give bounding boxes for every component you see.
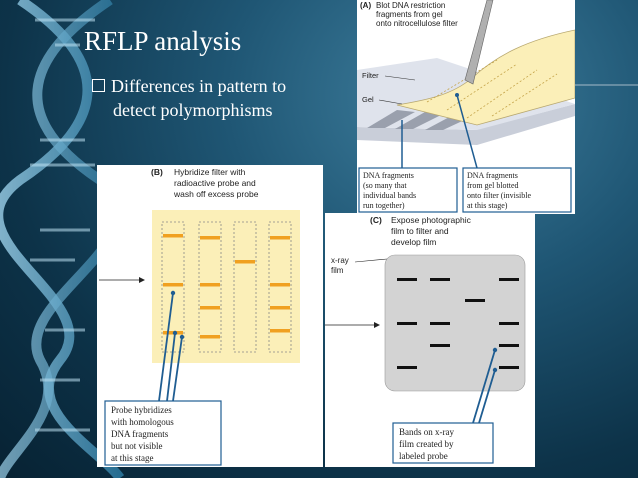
callout-probe-3: DNA fragments bbox=[111, 429, 169, 439]
callout-bands-1: Bands on x-ray bbox=[399, 427, 454, 437]
panel-c-tag: (C) bbox=[370, 215, 382, 225]
callout-probe-5: at this stage bbox=[111, 453, 154, 463]
callout-probe-2: with homologous bbox=[111, 417, 174, 427]
nitrocellulose-filter bbox=[396, 29, 576, 126]
forceps-icon bbox=[464, 0, 494, 85]
label-xray-film-2: film bbox=[331, 266, 344, 275]
callout-right-2: from gel blotted bbox=[467, 181, 519, 190]
film-black-bands bbox=[397, 278, 519, 369]
callout-bands-2: film created by bbox=[399, 439, 454, 449]
panel-b-heading-1: Hybridize filter with bbox=[174, 167, 246, 177]
callout-box-bands bbox=[392, 422, 494, 464]
panel-c-film-diagram: (C) Expose photographic film to filter a… bbox=[325, 213, 535, 467]
panel-c-heading-1: Expose photographic bbox=[391, 215, 472, 225]
panel-a-blot-diagram: (A) Blot DNA restriction fragments from … bbox=[357, 0, 576, 214]
probe-callout-leaders bbox=[158, 292, 183, 402]
edge-arrow bbox=[575, 84, 638, 86]
callout-right-3: onto filter (invisible bbox=[467, 191, 531, 200]
gel-slab-edge bbox=[357, 104, 575, 145]
callout-box-right bbox=[462, 167, 572, 213]
label-filter: Filter bbox=[362, 71, 379, 80]
callout-left-4: run together) bbox=[363, 201, 405, 210]
bullet-text-line1: Differences in pattern to bbox=[111, 76, 287, 96]
callout-left-2: (so many that bbox=[363, 181, 407, 190]
panel-a-heading-3: onto nitrocellulose filter bbox=[376, 19, 458, 28]
panel-a-heading-1: Blot DNA restriction bbox=[376, 1, 445, 10]
panel-a-heading-2: fragments from gel bbox=[376, 10, 443, 19]
label-xray-film-1: x-ray bbox=[331, 256, 349, 265]
callout-box-left bbox=[358, 167, 458, 213]
panel-b-tag: (B) bbox=[151, 167, 163, 177]
bullet-text-line2: detect polymorphisms bbox=[113, 100, 273, 120]
panel-c-heading-2: film to filter and bbox=[391, 226, 449, 236]
callout-probe-4: but not visible bbox=[111, 441, 163, 451]
callout-right-4: at this stage) bbox=[467, 201, 508, 210]
xray-film bbox=[384, 254, 526, 392]
panel-a-tag: (A) bbox=[360, 1, 371, 10]
callout-right-1: DNA fragments bbox=[467, 171, 518, 180]
callout-bands-3: labeled probe bbox=[399, 451, 448, 461]
label-gel: Gel bbox=[362, 95, 374, 104]
arrow-in-icon bbox=[374, 322, 380, 328]
callout-box-probe bbox=[104, 400, 222, 466]
callout-left-1: DNA fragments bbox=[363, 171, 414, 180]
checkbox-bullet-icon bbox=[92, 79, 105, 92]
panel-c-heading-3: develop film bbox=[391, 237, 436, 247]
panel-b-heading-3: wash off excess probe bbox=[173, 189, 259, 199]
film-callout-leaders bbox=[472, 349, 496, 424]
slide-title: RFLP analysis bbox=[84, 26, 242, 56]
callout-probe-1: Probe hybridizes bbox=[111, 405, 172, 415]
bullet-point: Differences in pattern to detect polymor… bbox=[92, 74, 342, 122]
panel-b-heading-2: radioactive probe and bbox=[174, 178, 256, 188]
panel-b-hybridize-diagram: (B) Hybridize filter with radioactive pr… bbox=[97, 165, 323, 467]
arrow-in-icon bbox=[139, 277, 145, 283]
callout-left-3: individual bands bbox=[363, 191, 416, 200]
